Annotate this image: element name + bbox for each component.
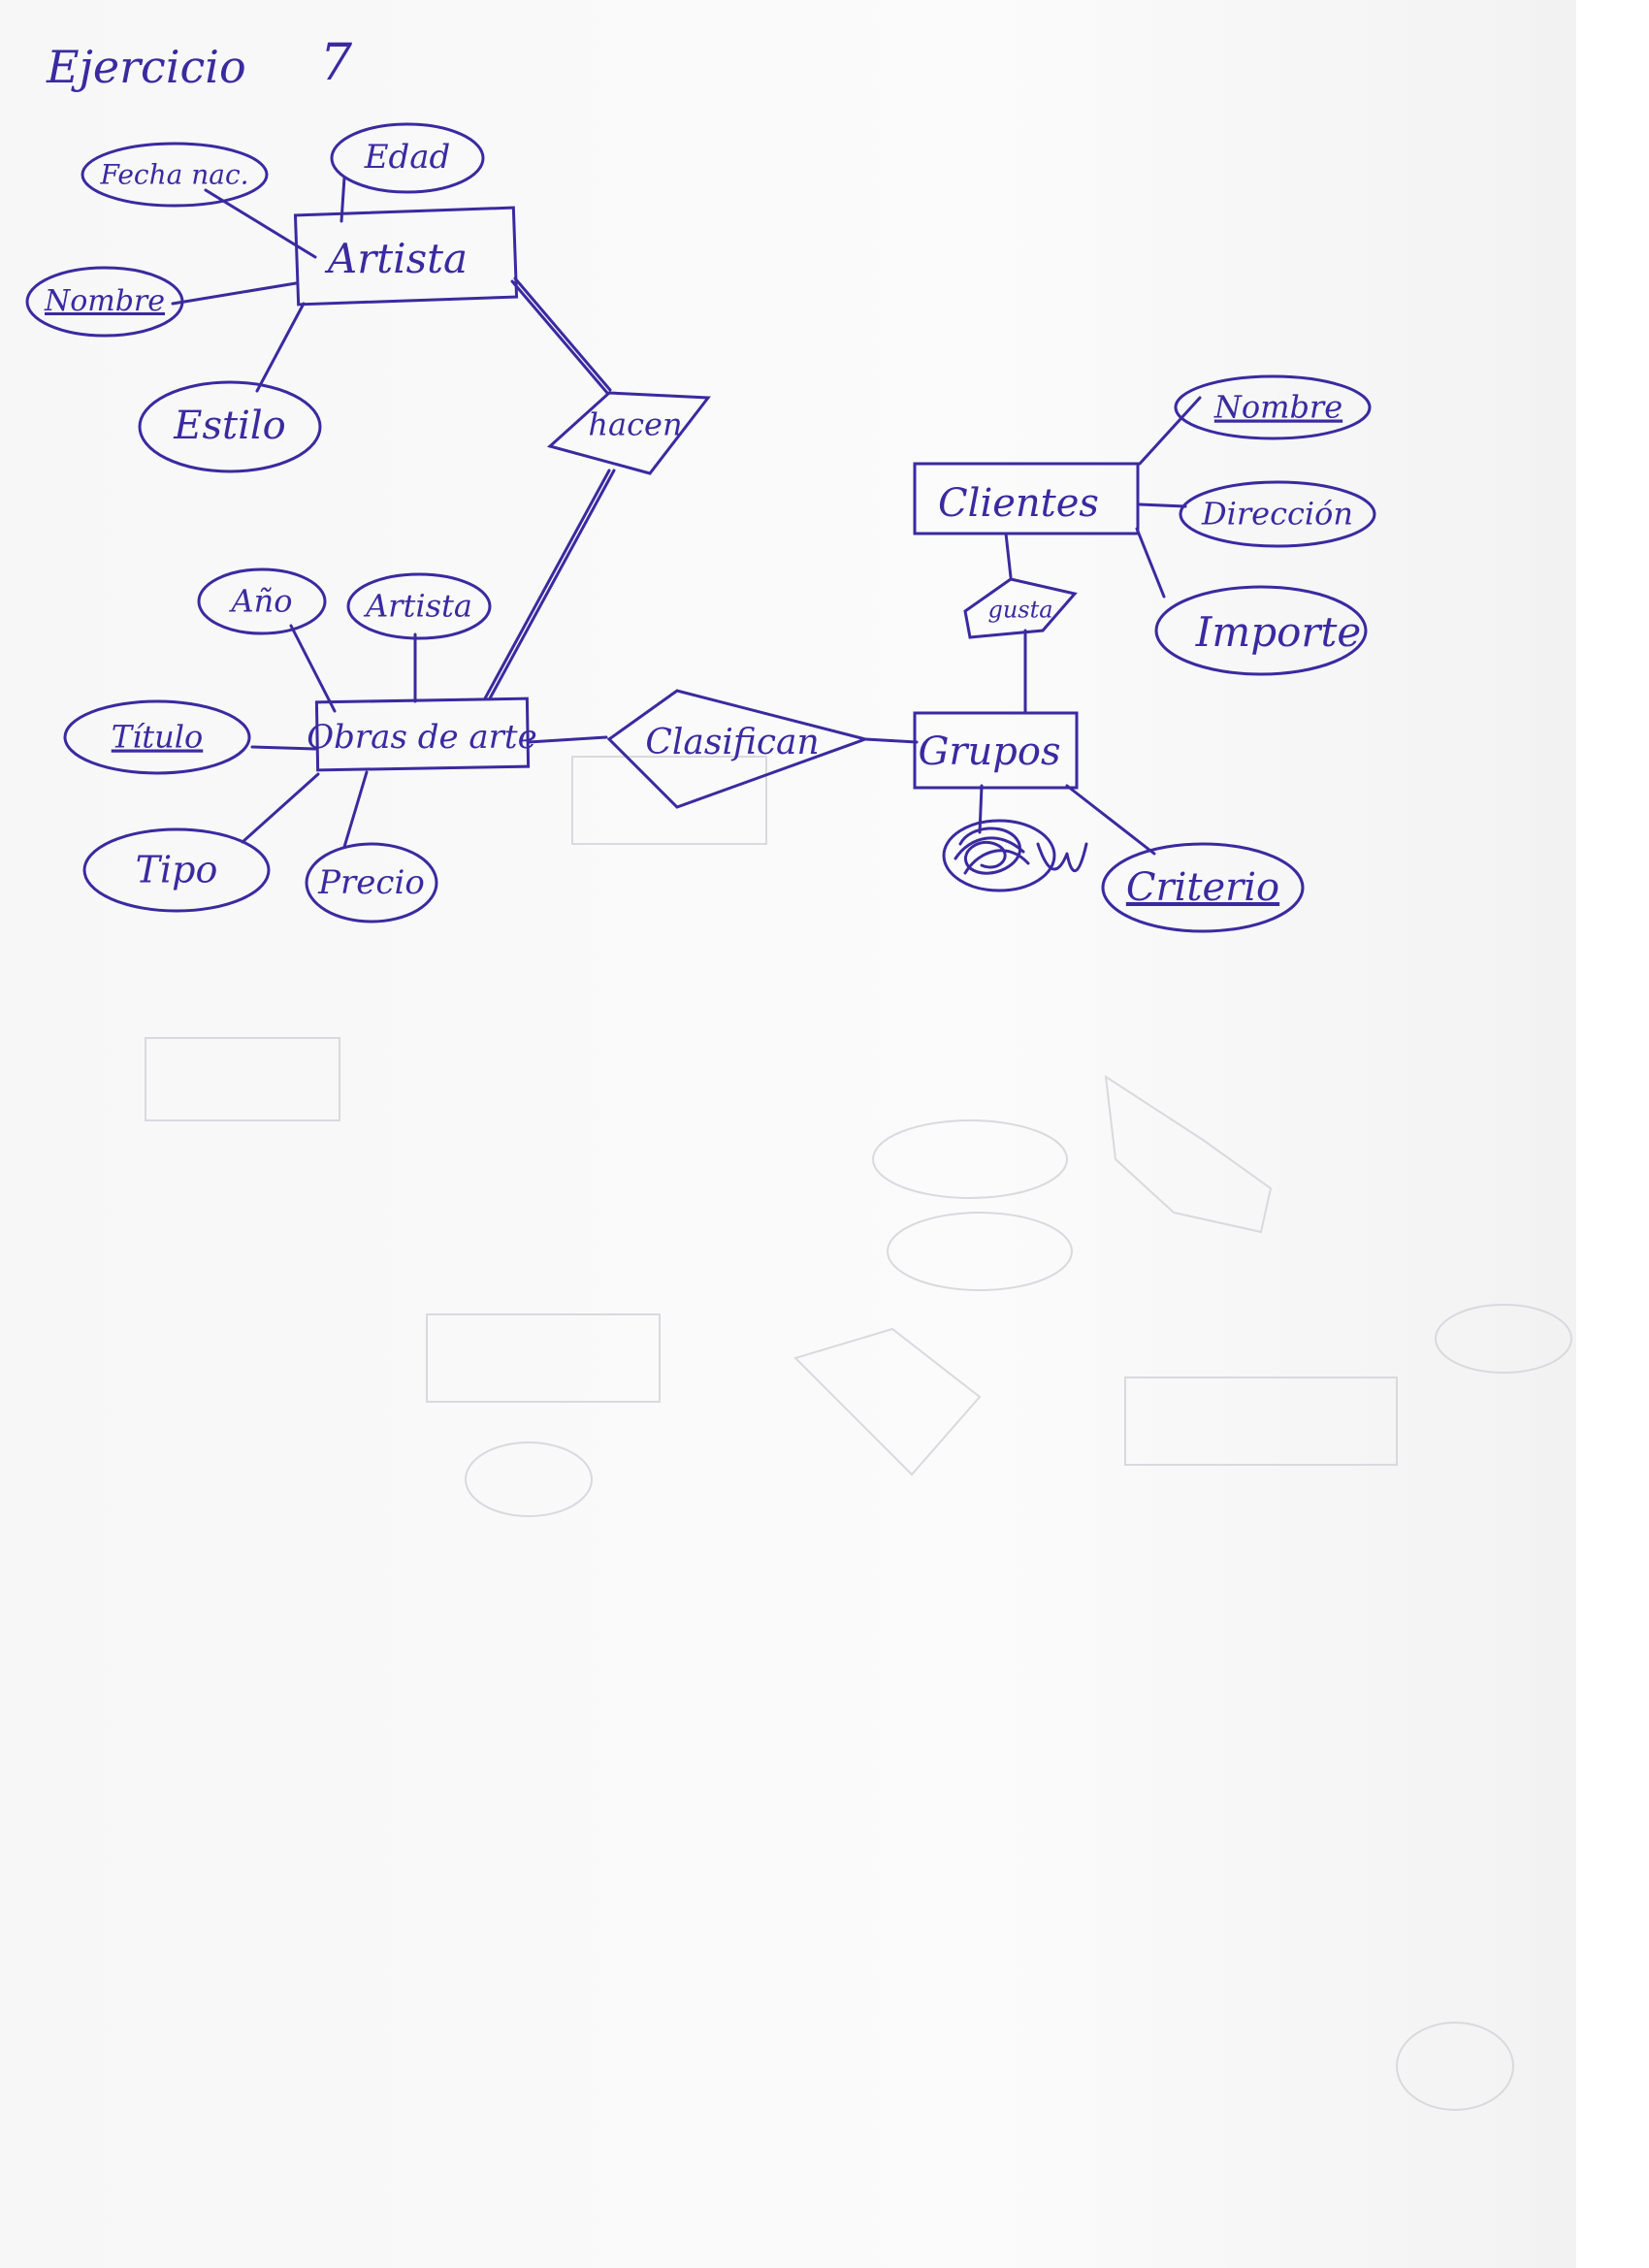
- attribute-edad-label: Edad: [364, 138, 451, 177]
- attribute-edad: Edad: [330, 122, 485, 194]
- relationship-clasifican-label: Clasifican: [645, 723, 819, 762]
- attribute-criterio-label: Criterio: [1126, 865, 1279, 910]
- attribute-precio: Precio: [305, 842, 438, 923]
- attribute-direccion: Dirección: [1179, 480, 1376, 548]
- entity-artista: Artista: [293, 206, 519, 307]
- entity-clientes: Clientes: [913, 462, 1140, 535]
- attribute-estilo-label: Estilo: [173, 404, 285, 448]
- relationship-gusta-label: gusta: [987, 597, 1052, 624]
- attribute-nombre-cliente-label: Nombre: [1213, 389, 1342, 426]
- attribute-artista: Artista: [346, 572, 492, 640]
- entity-grupos-label: Grupos: [918, 729, 1060, 774]
- attribute-direccion-label: Dirección: [1201, 496, 1353, 533]
- attribute-fecha-nac: Fecha nac.: [81, 142, 269, 208]
- attribute-titulo-label: Título: [112, 719, 204, 756]
- attribute-nombre-cliente: Nombre: [1174, 374, 1372, 440]
- entity-grupos: Grupos: [913, 711, 1079, 790]
- relationship-clasifican: Clasifican: [606, 689, 871, 809]
- relationship-hacen: hacen: [546, 391, 711, 475]
- attribute-precio-label: Precio: [317, 863, 425, 902]
- exercise-number: 7: [320, 34, 353, 92]
- entity-obras-de-arte: Obras de arte: [307, 697, 537, 772]
- attribute-fecha-nac-label: Fecha nac.: [99, 159, 248, 191]
- relationship-hacen-label: hacen: [588, 406, 682, 443]
- attribute-anio: Año: [197, 567, 327, 635]
- page-edge: [1576, 0, 1649, 2268]
- relationship-gusta: gusta: [963, 577, 1078, 639]
- entity-clientes-label: Clientes: [938, 481, 1099, 526]
- attribute-importe: Importe: [1154, 585, 1368, 676]
- attribute-nombre-artista-label: Nombre: [44, 284, 165, 318]
- attribute-anio-label: Año: [229, 583, 293, 620]
- attribute-criterio: Criterio: [1101, 842, 1305, 933]
- bleed-through-marks: [145, 756, 1572, 2111]
- exercise-title: Ejercicio: [46, 41, 246, 93]
- attribute-importe-label: Importe: [1195, 608, 1361, 656]
- attribute-nombre-artista: Nombre: [25, 266, 184, 338]
- attribute-tipo: Tipo: [82, 827, 271, 913]
- crossed-out-attribute: [942, 819, 1088, 892]
- attribute-artista-label: Artista: [363, 588, 472, 625]
- entity-obras-label: Obras de arte: [307, 718, 536, 757]
- entity-artista-label: Artista: [324, 235, 468, 282]
- attribute-estilo: Estilo: [138, 380, 322, 473]
- attribute-titulo: Título: [63, 699, 251, 775]
- attribute-tipo-label: Tipo: [136, 849, 218, 891]
